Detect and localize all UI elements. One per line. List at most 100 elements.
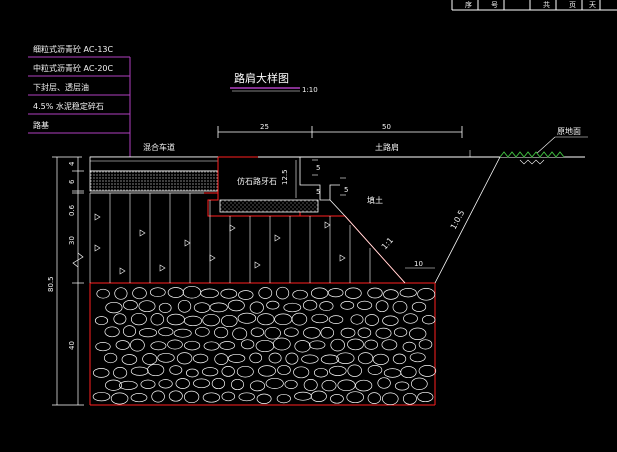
layer-ac20c: [89, 170, 219, 192]
dim-curb-step-5c: 5: [344, 186, 348, 194]
rubble-stone: [250, 327, 265, 337]
rubble-stone: [140, 379, 156, 389]
rubble-stone: [158, 327, 174, 337]
layer-legend: [28, 56, 131, 158]
rubble-stone: [183, 315, 203, 327]
rubble-stone: [150, 341, 167, 351]
rubble-stone: [283, 327, 299, 337]
rubble-stone: [130, 338, 145, 352]
dim-v-40: 40: [68, 341, 76, 350]
dim-width-25: 25: [260, 123, 269, 131]
rubble-stone: [383, 368, 402, 378]
curb-dimensions: [295, 159, 346, 198]
rubble-stone: [410, 377, 428, 390]
rubble-stone: [320, 327, 335, 339]
title-block-cell: 页: [569, 1, 576, 9]
rubble-stone: [110, 392, 129, 405]
rubble-stone: [249, 301, 264, 314]
rubble-stone: [367, 365, 383, 375]
rubble-stone: [340, 301, 355, 310]
rubble-stone: [121, 354, 138, 365]
rubble-stone: [367, 287, 383, 299]
rubble-stone: [94, 316, 109, 326]
rubble-stone: [249, 380, 266, 392]
rubble-stone: [149, 287, 166, 298]
rubble-stone: [276, 286, 290, 300]
rubble-stone: [167, 287, 184, 298]
rubble-stone: [350, 314, 364, 325]
rubble-stone: [194, 326, 210, 337]
fill-slope-left: [344, 215, 406, 284]
rubble-stone: [214, 353, 229, 365]
rubble-stone: [294, 340, 311, 353]
rubble-stone: [266, 300, 280, 310]
rubble-stone: [209, 302, 228, 313]
rubble-stone: [347, 338, 364, 351]
rubble-stone: [221, 391, 236, 402]
rubble-stone: [183, 390, 200, 404]
rubble-stone: [113, 367, 128, 379]
rubble-stone: [203, 341, 220, 351]
rubble-stone: [167, 339, 183, 350]
rubble-stone: [400, 366, 417, 379]
label-carriageway: 混合车道: [143, 142, 175, 152]
rubble-stone: [321, 379, 337, 392]
rubble-stone: [422, 315, 436, 325]
rubble-stone: [418, 339, 433, 350]
rubble-stone: [283, 302, 302, 313]
rubble-stone: [227, 299, 245, 312]
rubble-stone: [232, 327, 248, 341]
rubble-stone: [185, 368, 199, 378]
legend-seal-coat: 下封层、透层油: [33, 82, 89, 92]
rubble-stone: [221, 366, 235, 377]
top-dimension: [217, 126, 463, 138]
rubble-stone: [303, 327, 321, 339]
rubble-stone: [357, 327, 372, 338]
rubble-stone: [399, 288, 417, 298]
red-outline: [89, 156, 436, 406]
dim-v-30: 30: [68, 236, 76, 245]
rubble-stone: [340, 327, 356, 338]
rubble-stone: [175, 378, 190, 389]
cement-base-aggregate: [94, 213, 346, 275]
title-block-cell: 天: [589, 1, 596, 9]
rubble-stone: [330, 338, 345, 352]
rubble-stone: [103, 352, 118, 364]
rubble-stone: [237, 312, 257, 324]
rubble-stone: [392, 353, 407, 365]
rubble-stone: [402, 341, 416, 352]
rubble-stone: [264, 326, 281, 340]
rubble-stone: [330, 394, 344, 404]
legend-subgrade: 路基: [33, 120, 49, 130]
rubble-stone: [284, 379, 298, 389]
rubble-stone: [311, 313, 329, 324]
rubble-stone: [201, 367, 219, 377]
rubble-stone: [375, 300, 389, 313]
dim-curb-12-5: 12.5: [281, 169, 289, 185]
rubble-stone: [319, 301, 334, 312]
label-slope-left: 1:1: [380, 236, 395, 252]
rubble-stone: [310, 390, 327, 402]
rubble-stone: [336, 352, 355, 364]
layer-ac13c: [89, 156, 219, 172]
rubble-stone: [377, 377, 391, 389]
fill-slope-right: [434, 156, 501, 284]
rubble-stone: [123, 300, 138, 311]
rubble-stone: [364, 314, 379, 326]
rubble-stone: [104, 326, 120, 338]
rubble-stone: [214, 326, 229, 339]
rubble-stone: [130, 393, 148, 403]
rubble-stone: [372, 353, 389, 365]
rubble-stone: [303, 379, 318, 391]
rubble-stone: [92, 391, 111, 402]
rubble-stone: [202, 392, 221, 403]
rubble-stone: [192, 353, 209, 364]
rubble-stone: [142, 353, 158, 365]
title-block-table: [451, 0, 617, 11]
title-block-cell: 序: [465, 0, 472, 9]
rubble-stone: [393, 327, 408, 337]
rubble-stone: [358, 352, 374, 365]
rubble-stone: [418, 365, 437, 377]
dim-base-10: 10: [414, 260, 423, 268]
